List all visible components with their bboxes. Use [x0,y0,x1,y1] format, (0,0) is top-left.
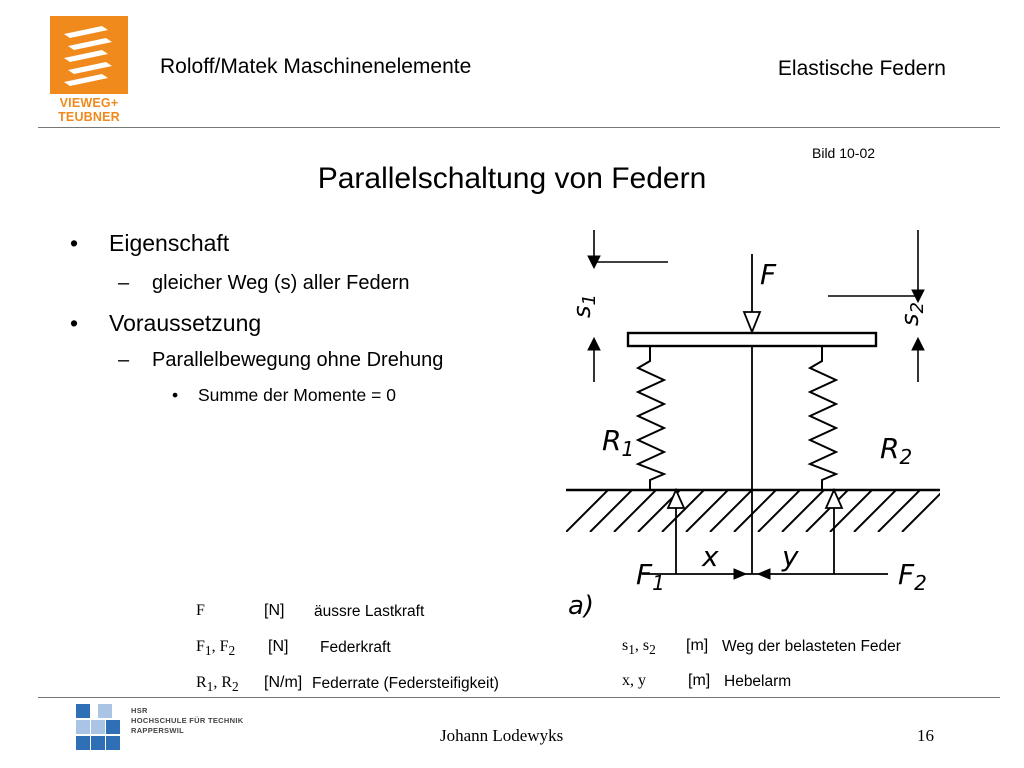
legend-unit: [N] [268,638,289,655]
legend-unit: [m] [688,672,711,689]
bullet-level2: –gleicher Weg (s) aller Federn [118,272,410,294]
legend-unit: [N/m] [264,674,303,691]
label-y: y [781,540,799,573]
header-divider [38,127,1000,128]
legend-symbol: x, y [622,672,646,689]
label-s1: s1 [568,294,600,318]
label-x: x [701,540,719,573]
legend-description: äussre Lastkraft [314,603,425,620]
spring-logo-icon [64,26,112,86]
bullet-level2: –Parallelbewegung ohne Drehung [118,349,444,371]
bullet-level1: •Eigenschaft [70,230,230,256]
label-force: F [760,258,777,291]
legend-unit: [N] [264,602,285,619]
legend-description: Hebelarm [724,673,792,690]
spring-left [635,346,667,490]
footer-author: Johann Lodewyks [440,726,564,745]
bullet-level1: •Voraussetzung [70,310,262,336]
publisher-logo-text: VIEWEG+ TEUBNER [58,96,120,124]
legend-description: Federrate (Federsteifigkeit) [312,675,499,692]
label-r2: R2 [880,432,912,469]
label-r1: R1 [602,424,634,461]
legend-symbol: R1, R2 [196,674,239,695]
label-f2: F2 [898,558,927,595]
legend-row-spring-rate: R1, R2 [N/m] Federrate (Federsteifigkeit… [196,674,499,695]
spring-right [807,346,839,490]
legend-symbol: F1, F2 [196,638,236,659]
label-subfigure: a) [568,591,594,621]
legend-row-spring-travel: s1, s2 [m] Weg der belasteten Feder [622,637,901,658]
parallel-spring-diagram: F s1 s2 R1 R2 F1 F2 x y a) [566,230,940,621]
legend-symbol: F [196,602,205,619]
legend-description: Federkraft [320,639,391,656]
book-title: Roloff/Matek Maschinenelemente [160,55,472,78]
chapter-title: Elastische Federn [777,57,946,80]
legend-symbol: s1, s2 [622,637,656,658]
school-logo-icon [76,704,120,750]
bullet-level3: •Summe der Momente = 0 [172,385,396,405]
slide-title: Parallelschaltung von Federn [317,162,707,195]
label-f1: F1 [636,558,665,595]
legend-row-load-force: F [N] äussre Lastkraft [196,602,424,620]
label-s2: s2 [896,302,928,326]
publisher-logo [50,16,128,94]
footer-divider [38,697,1000,698]
page-number: 16 [917,726,934,745]
plate [626,331,878,348]
school-name: HSR HOCHSCHULE FÜR TECHNIK RAPPERSWIL [131,706,244,735]
legend-row-lever-arm: x, y [m] Hebelarm [622,672,791,690]
legend-description: Weg der belasteten Feder [722,638,901,655]
figure-reference: Bild 10-02 [812,145,876,161]
legend-unit: [m] [686,637,709,654]
legend-row-spring-force: F1, F2 [N] Federkraft [196,638,391,659]
